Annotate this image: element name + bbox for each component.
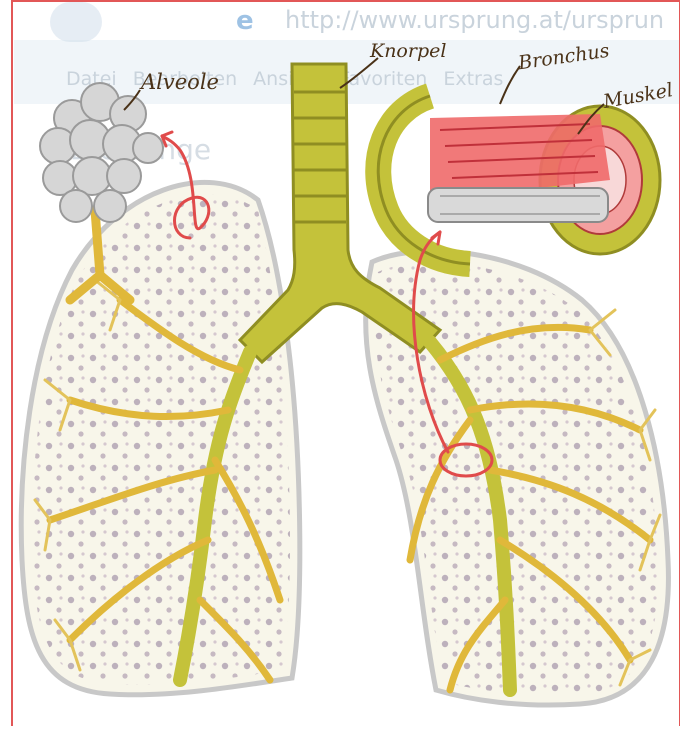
- label-knorpel: Knorpel: [370, 40, 446, 62]
- label-alveole: Alveole: [141, 70, 219, 94]
- bronchus-cross-section: [378, 96, 660, 264]
